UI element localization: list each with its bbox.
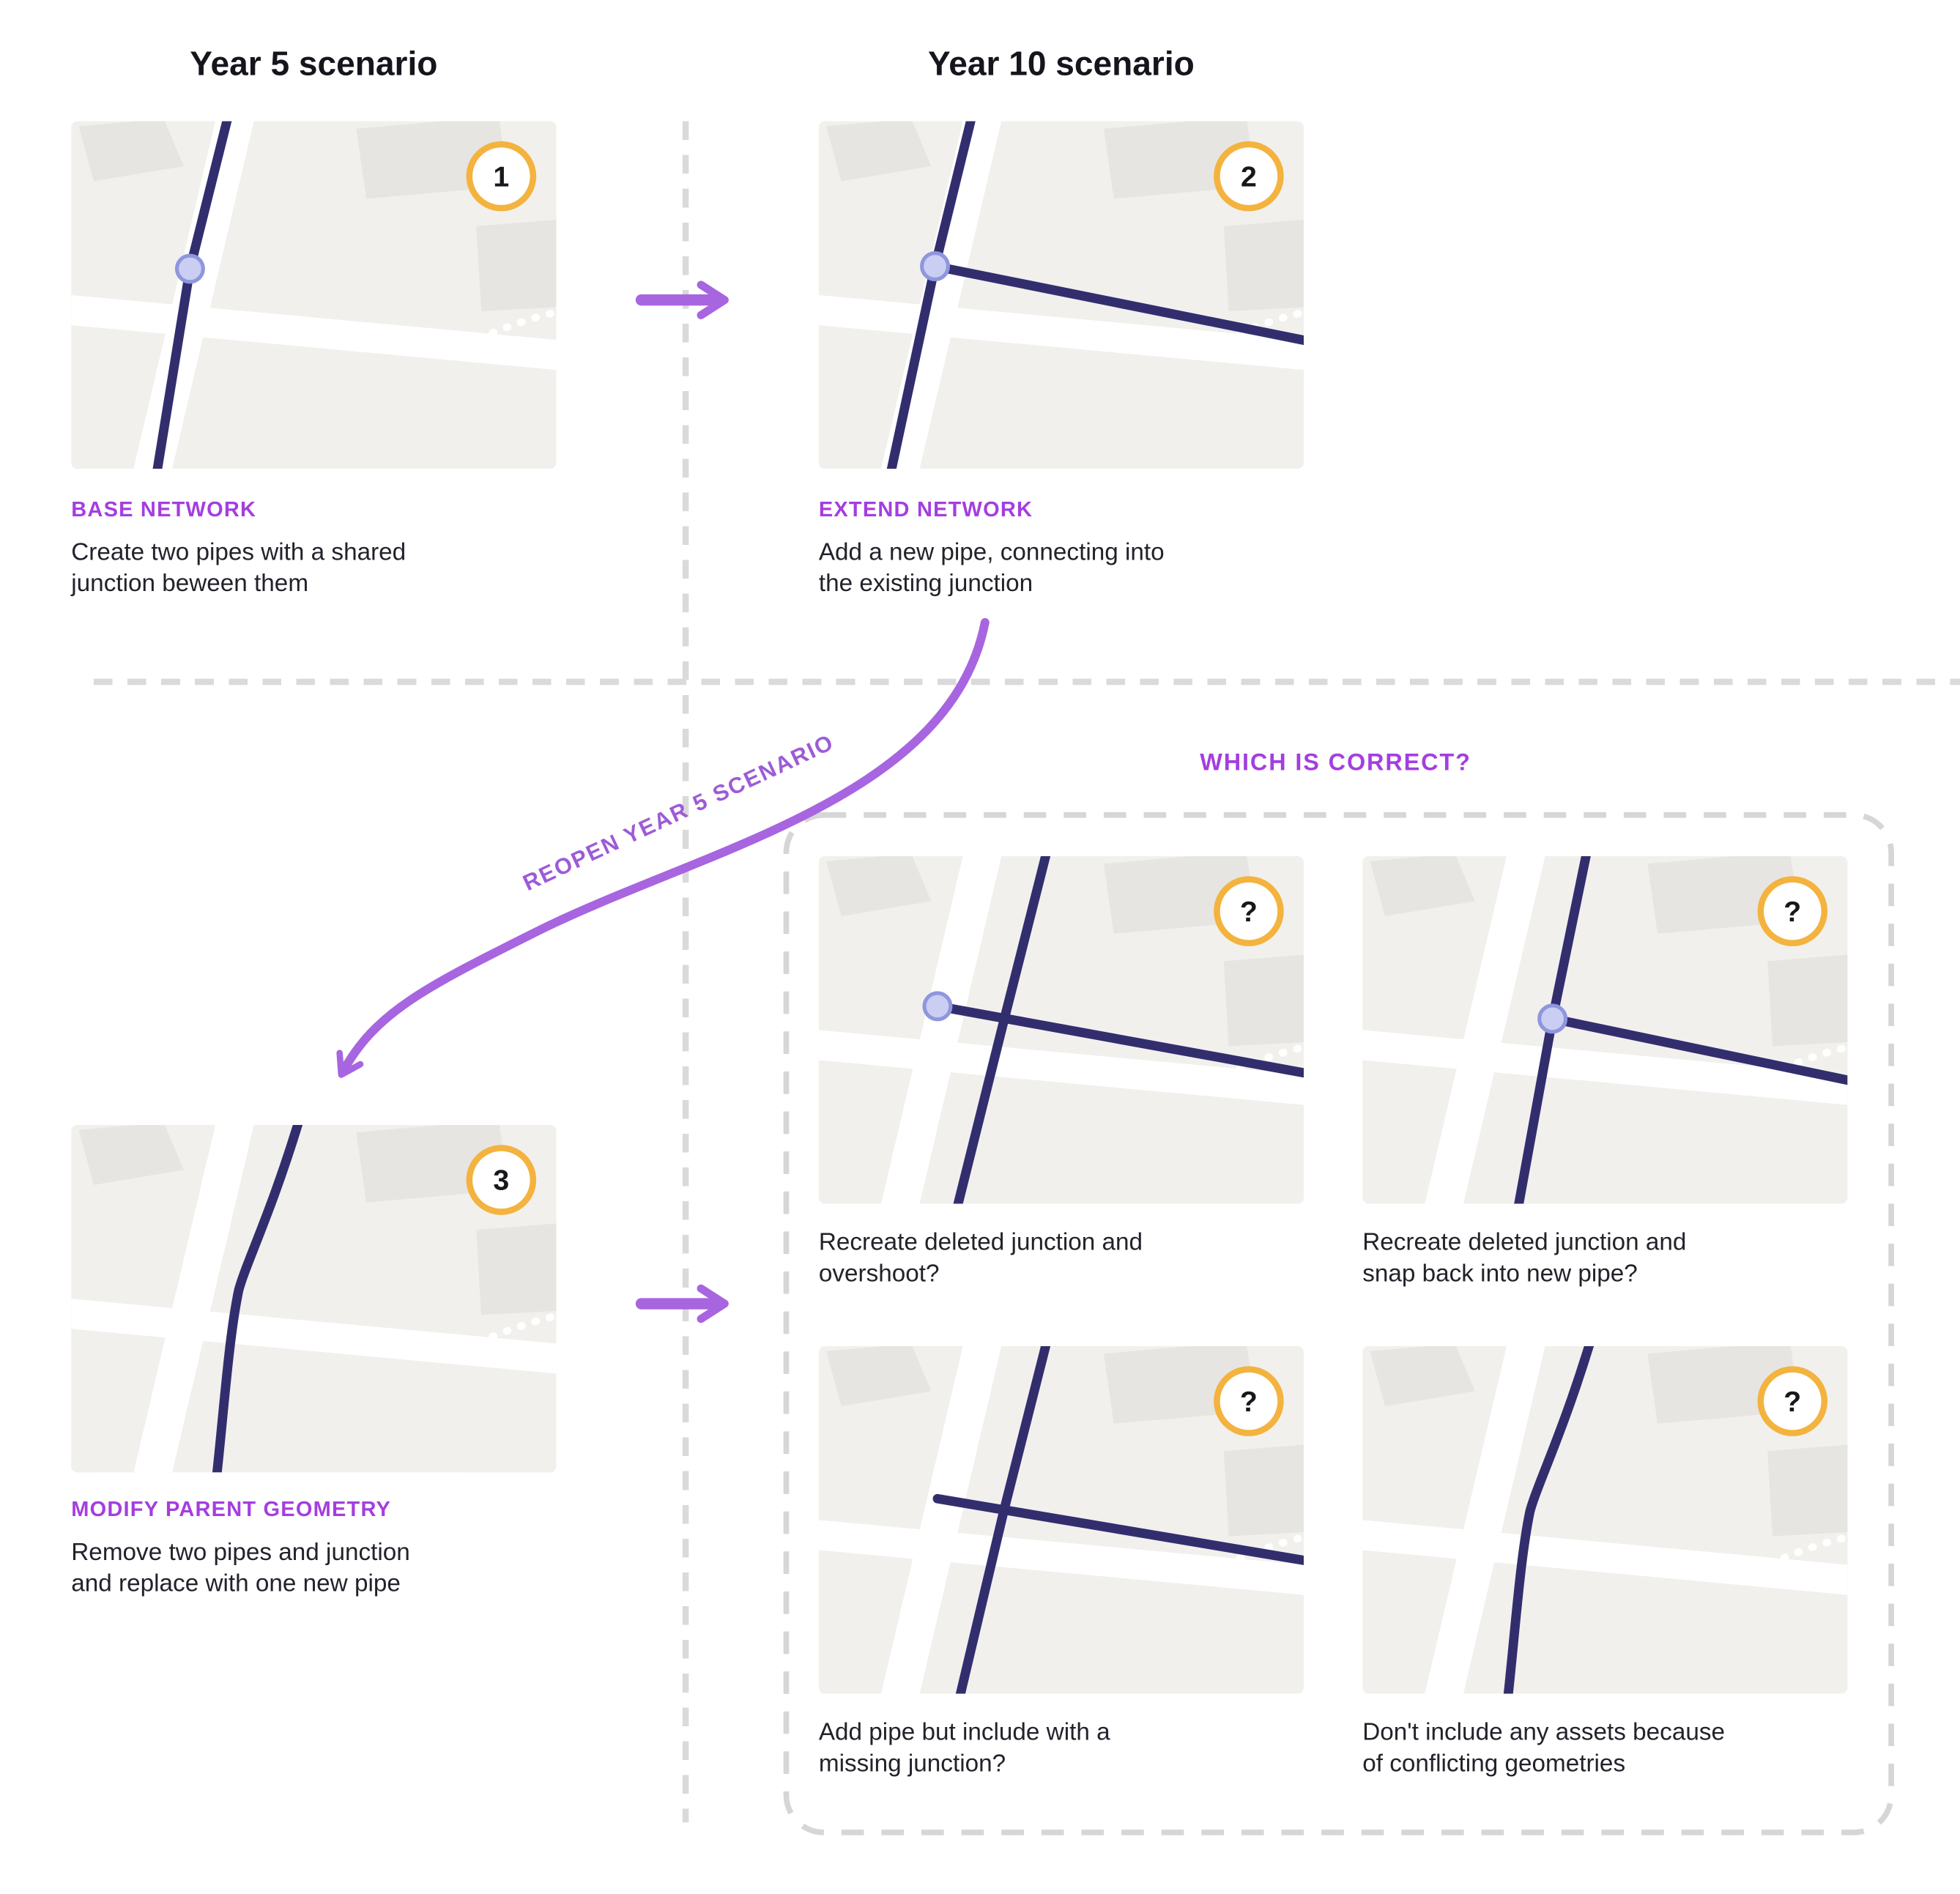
- map-tile-option-missing-junction: ?: [818, 1346, 1304, 1694]
- option-badge: ?: [1757, 876, 1828, 946]
- map-illustration: [71, 121, 556, 469]
- step-badge: 3: [466, 1145, 537, 1215]
- junction-dot: [1537, 1003, 1568, 1034]
- map-tile-modified-parent: 3: [71, 1124, 557, 1473]
- vertical-dashed-divider: [682, 121, 689, 1823]
- which-correct-panel-border: [783, 812, 1894, 1835]
- map-tile-option-overshoot: ?: [818, 856, 1304, 1204]
- pipe-line-new: [932, 1001, 1304, 1078]
- heading-year10: Year 10 scenario: [928, 45, 1195, 83]
- arrow-right-icon: [635, 281, 729, 319]
- pipe-line-new: [212, 1124, 303, 1473]
- junction-dot: [174, 253, 205, 284]
- step-badge: 1: [466, 141, 537, 212]
- pipe-line-new: [932, 1493, 1304, 1565]
- step-desc-base-network: Create two pipes with a shared junction …: [71, 538, 407, 598]
- which-correct-heading: WHICH IS CORRECT?: [1200, 749, 1471, 776]
- option-badge: ?: [1214, 1366, 1284, 1436]
- step-title-base-network: BASE NETWORK: [71, 497, 257, 521]
- map-illustration: [1362, 856, 1848, 1204]
- map-illustration: [819, 121, 1304, 469]
- map-illustration: [819, 856, 1304, 1204]
- option-caption-missing-junction: Add pipe but include with a missing junc…: [818, 1718, 1110, 1778]
- curved-reopen-arrow-icon: [336, 617, 990, 1078]
- map-tile-extend-network: 2: [818, 121, 1304, 469]
- junction-dot: [920, 251, 951, 281]
- horizontal-dashed-divider: [93, 678, 1960, 686]
- option-badge: ?: [1757, 1366, 1828, 1436]
- map-illustration: [819, 1346, 1304, 1694]
- pipe-line: [1503, 1346, 1595, 1694]
- arrow-right-icon: [635, 1284, 729, 1323]
- option-badge: ?: [1214, 876, 1284, 946]
- map-tile-option-snapback: ?: [1362, 856, 1848, 1204]
- step-title-extend-network: EXTEND NETWORK: [818, 497, 1033, 521]
- pipe-line-new: [930, 261, 1304, 346]
- option-caption-overshoot: Recreate deleted junction and overshoot?: [818, 1228, 1143, 1288]
- map-illustration: [71, 1124, 556, 1473]
- step-desc-modify-parent: Remove two pipes and junction and replac…: [71, 1538, 410, 1598]
- junction-dot: [922, 991, 953, 1022]
- pipe-line-new: [1548, 1014, 1848, 1085]
- step-desc-extend-network: Add a new pipe, connecting into the exis…: [818, 538, 1165, 598]
- map-tile-base-network: 1: [71, 121, 557, 469]
- step-badge: 2: [1214, 141, 1284, 212]
- map-tile-option-no-assets: ?: [1362, 1346, 1848, 1694]
- heading-year5: Year 5 scenario: [190, 45, 438, 83]
- option-caption-snapback: Recreate deleted junction and snap back …: [1362, 1228, 1687, 1288]
- map-illustration: [1362, 1346, 1847, 1694]
- option-caption-no-assets: Don't include any assets because of conf…: [1362, 1718, 1725, 1778]
- step-title-modify-parent: MODIFY PARENT GEOMETRY: [71, 1497, 392, 1521]
